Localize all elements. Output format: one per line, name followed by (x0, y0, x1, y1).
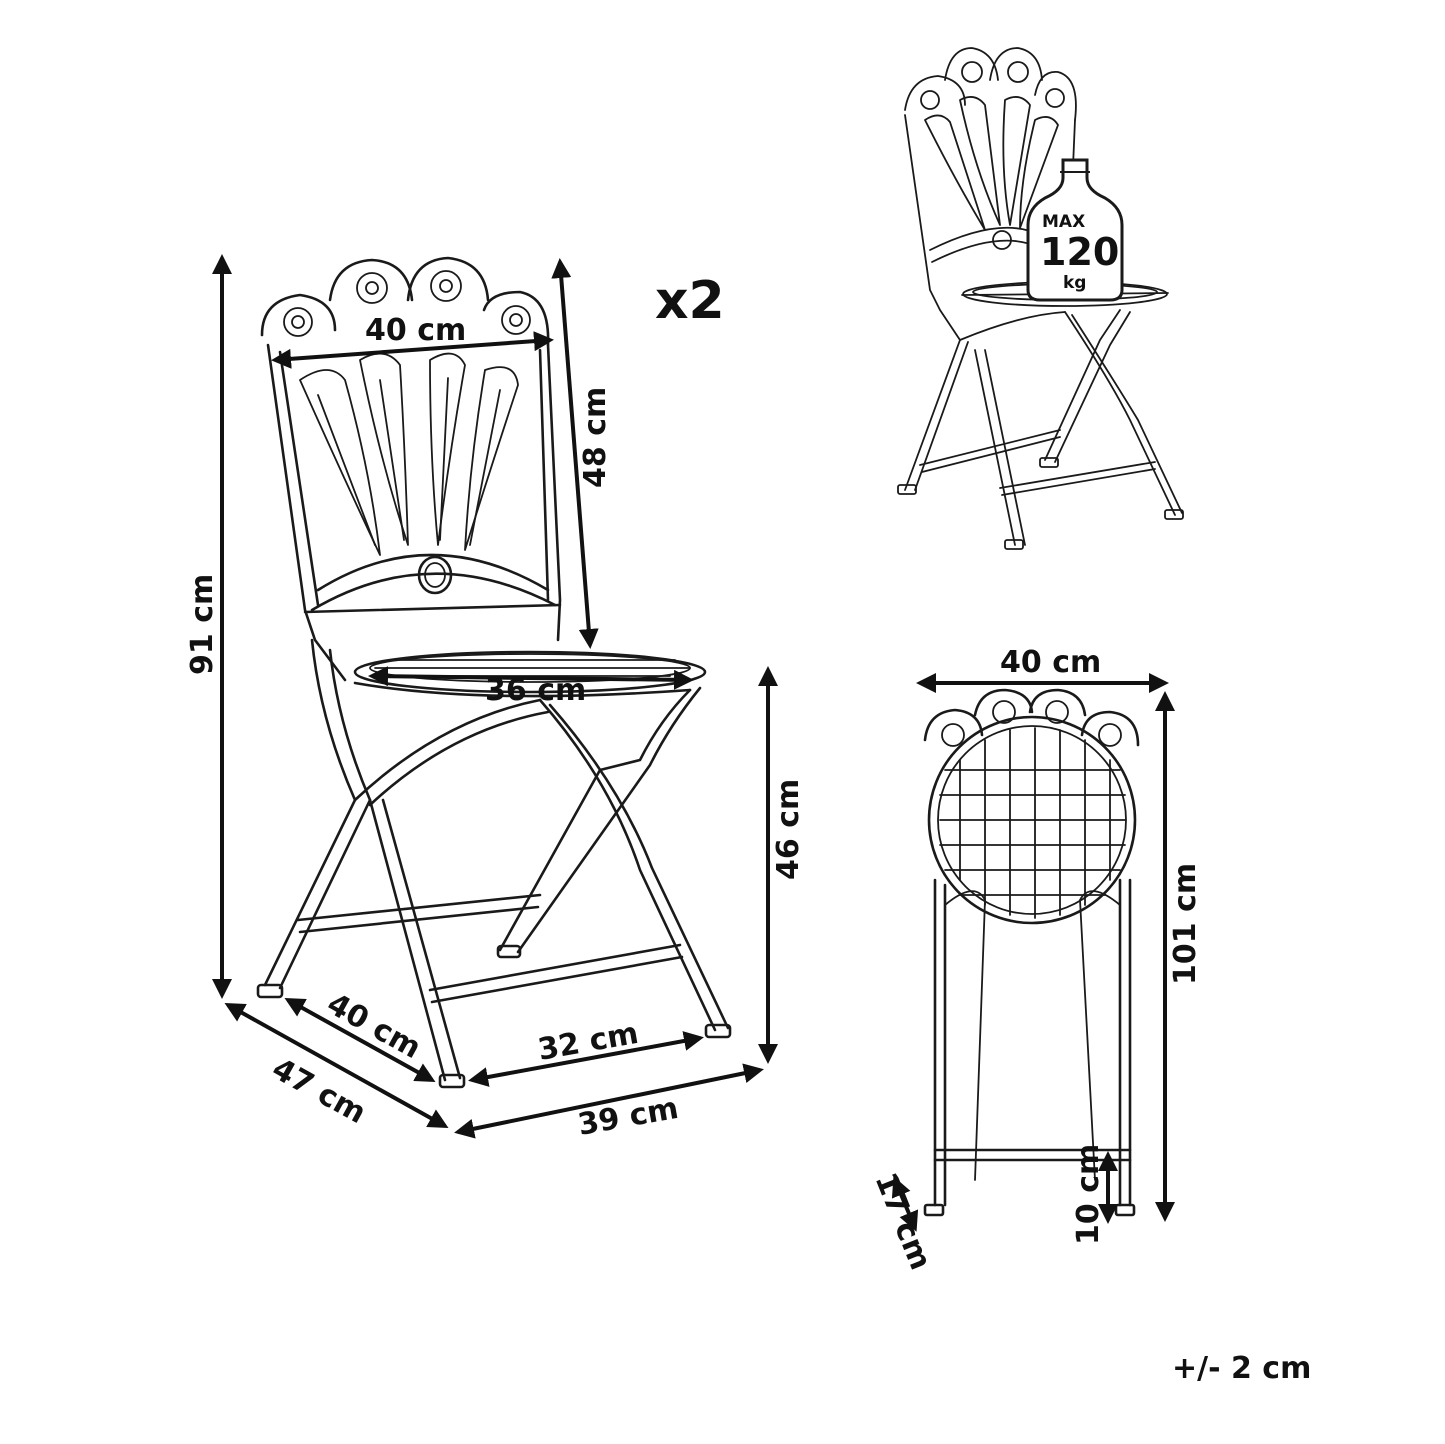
dimension-arrow (271, 331, 554, 369)
folded-depth-label: 17 cm (868, 1168, 938, 1275)
folded-height-label: 101 cm (1168, 863, 1203, 985)
dimension-lines-folded (891, 673, 1175, 1232)
back-height-label: 48 cm (578, 387, 613, 488)
chair-folded-view (923, 688, 1140, 1217)
dimension-arrow (454, 1063, 764, 1139)
folded-foot-label: 10 cm (1071, 1144, 1106, 1245)
dimension-arrow (224, 1003, 449, 1128)
dimension-lines-main (212, 254, 778, 1139)
folded-width-label: 40 cm (1000, 645, 1101, 680)
tolerance-label: +/- 2 cm (1172, 1351, 1311, 1386)
back-width-label: 40 cm (365, 313, 466, 348)
max-load-line1: MAX (1042, 212, 1085, 232)
bottle-weight-icon: MAX 120 kg (1026, 158, 1124, 302)
seat-height-label: 46 cm (771, 779, 806, 880)
max-load-line2: 120 (1040, 230, 1119, 274)
dimension-arrow (891, 1176, 919, 1232)
overall-depth-label: 47 cm (266, 1051, 372, 1131)
total-height-label: 91 cm (185, 574, 220, 675)
seat-diameter-label: 36 cm (485, 673, 586, 708)
max-load-line3: kg (1063, 273, 1086, 293)
multiplier-label: x2 (655, 271, 725, 331)
overall-width-label: 39 cm (575, 1091, 681, 1143)
dimension-arrow (551, 258, 599, 649)
seat-mesh-pattern (939, 727, 1126, 919)
dimension-arrow (368, 666, 694, 690)
chair-perspective-view (897, 47, 1184, 550)
